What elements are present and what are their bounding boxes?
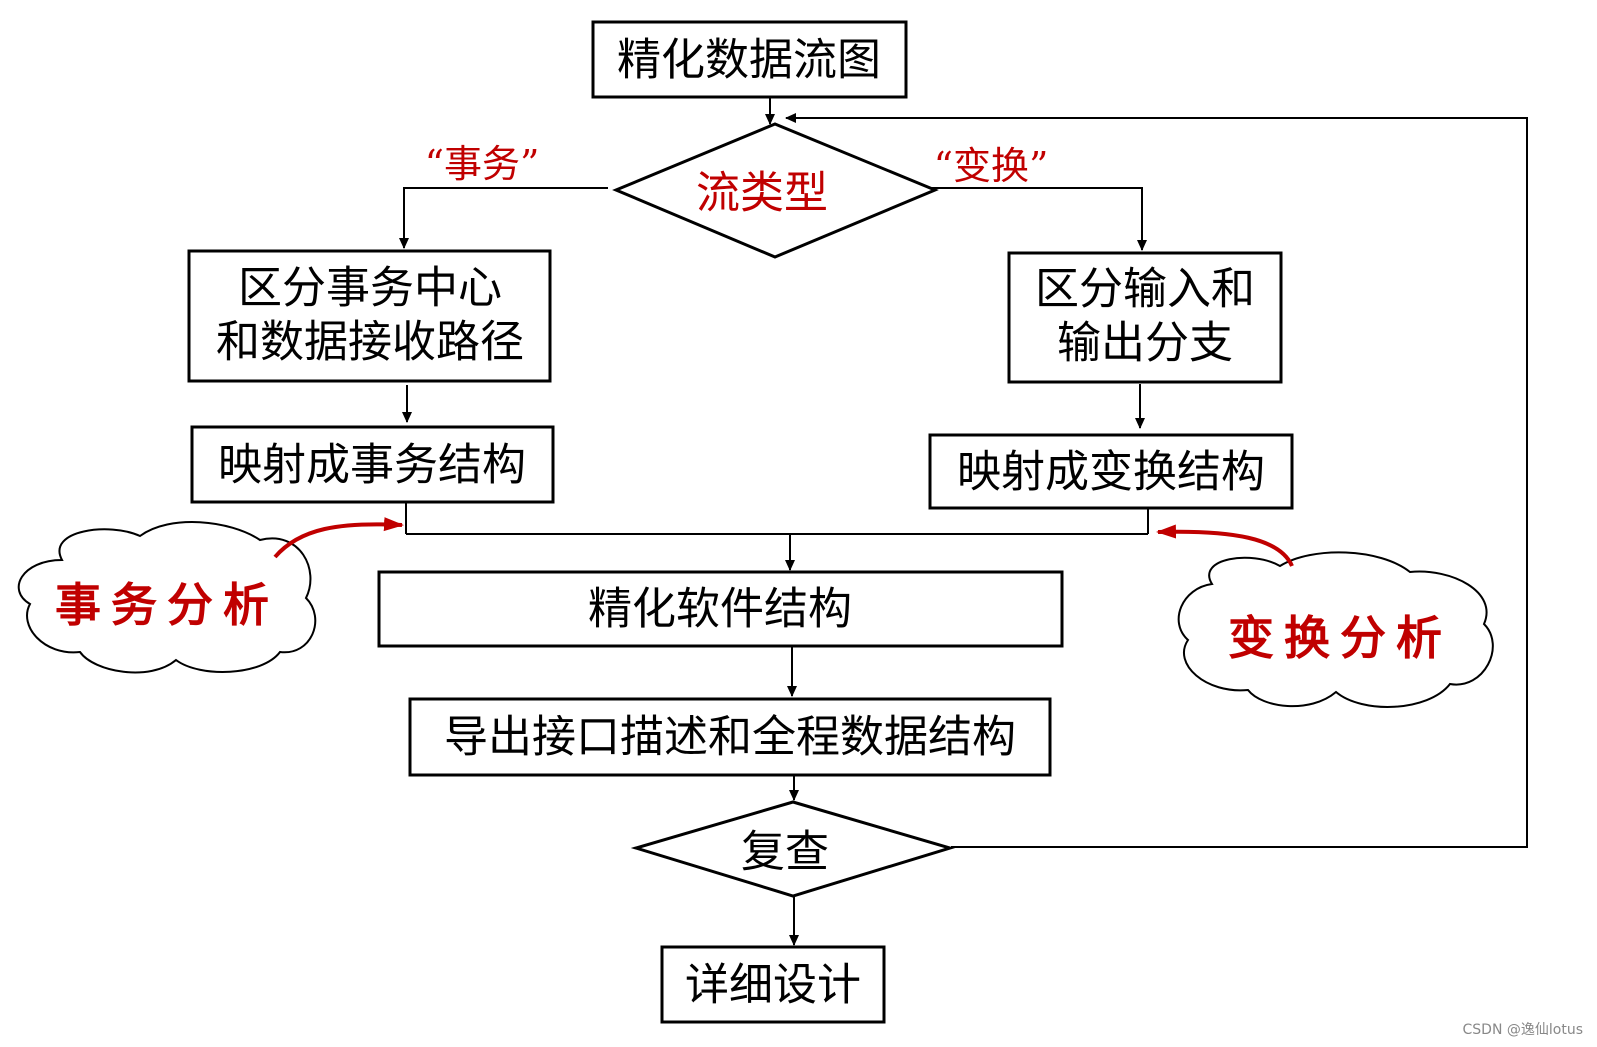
- node-start-label: 精化数据流图: [617, 35, 881, 86]
- node-detailed-design: 详细设计: [660, 945, 886, 1024]
- node-transaction-step1: 区分事务中心 和数据接收路径: [187, 249, 552, 383]
- callout-transform-arrow: [1156, 524, 1294, 567]
- node-transaction-step1-line1: 区分事务中心: [238, 263, 502, 314]
- node-detailed-design-label: 详细设计: [685, 960, 861, 1011]
- connectors: [399, 97, 1528, 946]
- node-transaction-step1-line2: 和数据接收路径: [216, 317, 524, 368]
- callout-transaction-analysis: 事务分析: [17, 517, 404, 674]
- decision-flow-type-label: 流类型: [696, 168, 828, 219]
- node-transform-step1-box: [1007, 251, 1283, 384]
- node-transform-step2-box: [928, 433, 1294, 510]
- callout-transaction-arrow: [273, 517, 404, 559]
- node-start: 精化数据流图: [591, 20, 908, 99]
- node-transform-step2-label: 映射成变换结构: [957, 447, 1265, 498]
- node-transform-step1-line2: 输出分支: [1057, 318, 1233, 369]
- node-transform-step1: 区分输入和 输出分支: [1007, 251, 1283, 384]
- branch-transform-label: “变换”: [934, 144, 1049, 188]
- decision-review-diamond: [630, 800, 956, 898]
- node-refine-structure: 精化软件结构: [377, 570, 1064, 648]
- callout-transform-label: 变换分析: [1228, 611, 1452, 665]
- connector-decision-to-transform: [931, 187, 1147, 251]
- node-transaction-step2: 映射成事务结构: [190, 425, 555, 504]
- node-refine-structure-label: 精化软件结构: [588, 584, 852, 635]
- cloud-shape-transaction: [17, 521, 317, 674]
- branch-transaction-label: “事务”: [425, 142, 540, 186]
- watermark: CSDN @逸仙lotus: [1462, 1022, 1583, 1038]
- node-transform-step1-line1: 区分输入和: [1035, 264, 1255, 315]
- node-transaction-step2-label: 映射成事务结构: [218, 440, 526, 491]
- node-derive-interface-label: 导出接口描述和全程数据结构: [444, 712, 1016, 763]
- node-derive-interface: 导出接口描述和全程数据结构: [408, 697, 1052, 777]
- decision-review-label: 复查: [741, 827, 829, 878]
- node-decision-review: 复查: [630, 800, 956, 898]
- callout-transaction-label: 事务分析: [55, 578, 279, 632]
- node-detailed-design-box: [660, 945, 886, 1024]
- decision-flow-type-diamond: [612, 122, 939, 259]
- node-derive-interface-box: [408, 697, 1052, 777]
- connector-review-feedback-loop: [785, 113, 1528, 848]
- node-transaction-step1-box: [187, 249, 552, 383]
- node-decision-flow-type: 流类型: [612, 122, 939, 259]
- cloud-shape-transform: [1177, 551, 1494, 708]
- callout-transform-analysis: 变换分析: [1156, 524, 1494, 708]
- node-start-box: [591, 20, 908, 99]
- node-transform-step2: 映射成变换结构: [928, 433, 1294, 510]
- connector-decision-to-transaction: [399, 187, 608, 249]
- node-refine-structure-box: [377, 570, 1064, 648]
- node-transaction-step2-box: [190, 425, 555, 504]
